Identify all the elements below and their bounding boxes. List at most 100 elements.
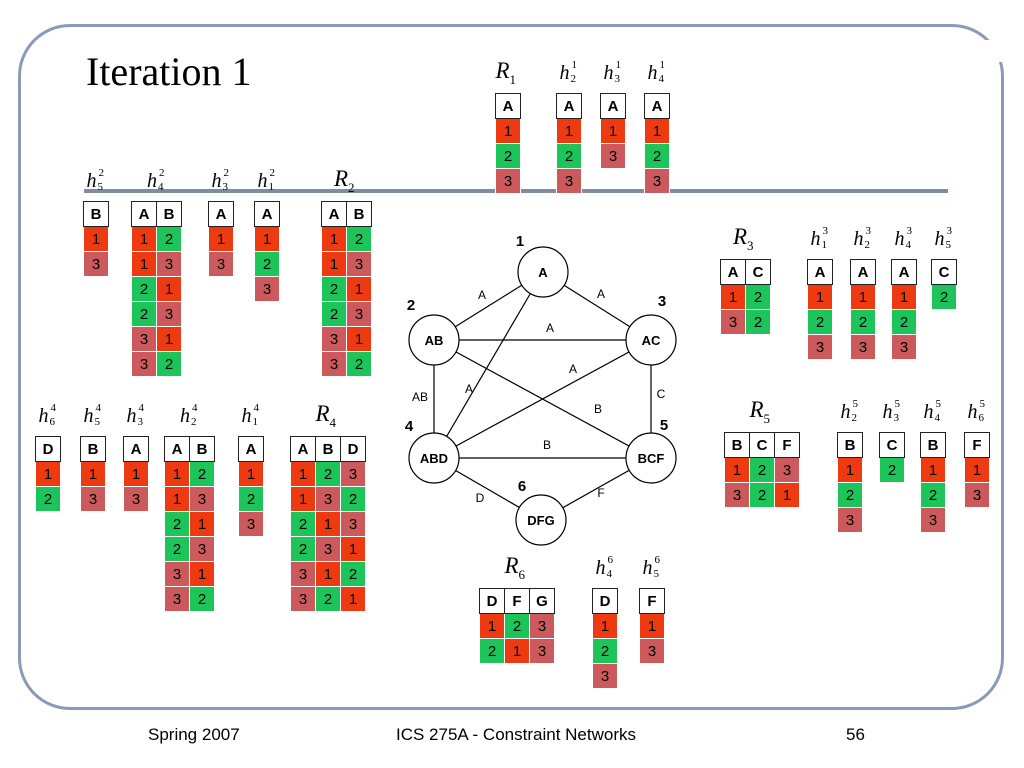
value-cell: 1 bbox=[644, 118, 670, 144]
table-row: 1 bbox=[495, 118, 521, 144]
column-header: B bbox=[80, 436, 106, 462]
table-row: 1 bbox=[80, 461, 106, 487]
node-number: 5 bbox=[660, 417, 668, 434]
value-cell: 1 bbox=[238, 461, 264, 487]
value-cell: 1 bbox=[479, 613, 505, 639]
table-row: 2 bbox=[891, 309, 917, 335]
column-header: A bbox=[131, 201, 157, 227]
table-label-subscript: 4 bbox=[329, 415, 337, 430]
table-label-superscript: 4 bbox=[253, 402, 260, 414]
value-cell: 2 bbox=[807, 309, 833, 335]
value-cell: 2 bbox=[745, 284, 771, 310]
table-row: 2 bbox=[254, 251, 280, 277]
column-header: C bbox=[931, 259, 957, 285]
column-header: B bbox=[189, 436, 215, 462]
column-header: C bbox=[745, 259, 771, 285]
column-header: A bbox=[238, 436, 264, 462]
column-header: F bbox=[964, 432, 990, 458]
table-row: 3 bbox=[600, 143, 626, 169]
table-header-row: A bbox=[850, 259, 876, 285]
value-cell: 3 bbox=[964, 482, 990, 508]
table-label-subscript: 4 bbox=[905, 239, 912, 251]
value-cell: 1 bbox=[164, 461, 190, 487]
table-label-subscript: 1 bbox=[252, 416, 259, 428]
node-label: ABD bbox=[420, 451, 448, 466]
column-header: A bbox=[290, 436, 316, 462]
table-label-base: h bbox=[83, 405, 94, 427]
table-row: 1 bbox=[83, 226, 109, 252]
table-row: 2 bbox=[850, 309, 876, 335]
value-cell: 1 bbox=[592, 613, 618, 639]
table-row: 3 bbox=[80, 486, 106, 512]
table-label-base: h bbox=[241, 405, 252, 427]
footer-course: ICS 275A - Constraint Networks bbox=[396, 725, 636, 744]
table-label-base: h bbox=[86, 170, 97, 192]
value-cell: 2 bbox=[254, 251, 280, 277]
table-row: 1 bbox=[238, 461, 264, 487]
table-row: 1 bbox=[891, 284, 917, 310]
value-cell: 1 bbox=[315, 511, 341, 537]
table-label-subscript: 5 bbox=[945, 239, 952, 251]
column-header: A bbox=[850, 259, 876, 285]
graph-node-BCF bbox=[625, 432, 677, 484]
value-cell: 2 bbox=[850, 309, 876, 335]
table-row: 1 bbox=[920, 457, 946, 483]
table-label-base: h bbox=[38, 405, 49, 427]
column-header: A bbox=[807, 259, 833, 285]
value-cell: 2 bbox=[749, 482, 775, 508]
column-header: B bbox=[156, 201, 182, 227]
column-header: A bbox=[556, 93, 582, 119]
table-row: 3 bbox=[208, 251, 234, 277]
value-cell: 2 bbox=[35, 486, 61, 512]
table-header-row: B bbox=[837, 432, 863, 458]
value-cell: 1 bbox=[315, 561, 341, 587]
column-header: F bbox=[774, 432, 800, 458]
table-header-row: A bbox=[807, 259, 833, 285]
value-cell: 2 bbox=[340, 486, 366, 512]
table-label-superscript: 5 bbox=[894, 398, 901, 410]
edge-label: C bbox=[657, 387, 666, 401]
table-label-base: h bbox=[923, 401, 934, 423]
value-cell: 1 bbox=[639, 613, 665, 639]
column-header: A bbox=[208, 201, 234, 227]
table-label-subscript: 4 bbox=[158, 181, 164, 193]
value-cell: 3 bbox=[720, 309, 746, 335]
column-header: A bbox=[720, 259, 746, 285]
value-cell: 3 bbox=[315, 536, 341, 562]
slide-frame bbox=[18, 24, 1004, 710]
table-label-base: h bbox=[603, 62, 614, 84]
table-row: 1 bbox=[592, 613, 618, 639]
value-cell: 3 bbox=[156, 301, 182, 327]
footer-page-number: 56 bbox=[846, 725, 865, 744]
value-cell: 1 bbox=[80, 461, 106, 487]
table-label-subscript: 4 bbox=[658, 73, 665, 85]
value-cell: 2 bbox=[749, 457, 775, 483]
table-label-base: h bbox=[257, 170, 268, 192]
value-cell: 2 bbox=[156, 226, 182, 252]
edge-label: AB bbox=[412, 390, 428, 404]
